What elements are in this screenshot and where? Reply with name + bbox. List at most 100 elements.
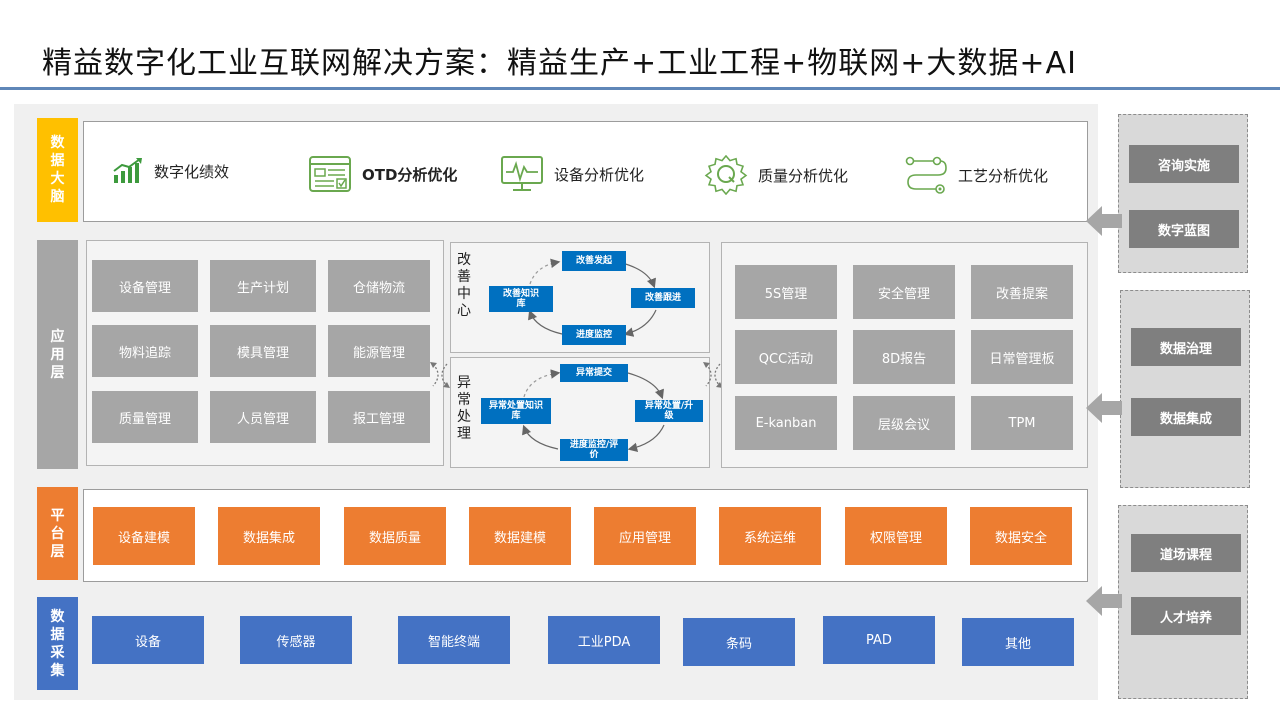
layer-label-collection: 数 据 采 集 [37, 597, 78, 690]
app-module: 8D报告 [853, 330, 955, 384]
layer-label-platform: 平 台 层 [37, 487, 78, 580]
exception-handling-label: 异 常 处 理 [454, 375, 474, 443]
collection-device: 其他 [962, 618, 1074, 666]
brain-item-digital-performance: 数字化绩效 [112, 157, 229, 185]
collection-device: PAD [823, 616, 935, 664]
app-module: 生产计划 [210, 260, 316, 312]
platform-label-char: 台 [50, 525, 65, 542]
brain-item-label: 工艺分析优化 [958, 166, 1049, 185]
improvement-label-char: 改 [457, 252, 471, 268]
exception-cycle-arrows [522, 369, 665, 453]
platform-label-char: 层 [50, 543, 65, 560]
app-module: 安全管理 [853, 265, 955, 319]
app-module: 日常管理板 [971, 330, 1073, 384]
flow-path-icon [905, 156, 947, 194]
improvement-label-char: 善 [457, 269, 471, 285]
platform-module: 系统运维 [719, 507, 821, 565]
brain-item-label: 数字化绩效 [154, 162, 230, 181]
collection-device: 条码 [683, 618, 795, 666]
service-box: 数据治理 [1131, 328, 1241, 366]
exception-label-char: 常 [457, 392, 471, 408]
platform-label-char: 平 [50, 507, 65, 524]
connector-left-icon [430, 362, 450, 388]
app-module: E-kanban [735, 396, 837, 450]
application-label-char: 用 [50, 346, 65, 363]
service-box: 道场课程 [1131, 534, 1241, 572]
title-divider [0, 87, 1280, 90]
app-module: 能源管理 [328, 325, 430, 377]
brain-item-process: 工艺分析优化 [904, 155, 1048, 195]
collection-device: 设备 [92, 616, 204, 664]
app-module: 层级会议 [853, 396, 955, 450]
left-arrow-icon [1086, 586, 1122, 616]
brain-label-char: 数 [50, 135, 65, 151]
brain-item-label: 质量分析优化 [758, 166, 849, 185]
service-box: 数据集成 [1131, 398, 1241, 436]
platform-module: 数据质量 [344, 507, 446, 565]
platform-module: 数据集成 [218, 507, 320, 565]
brain-item-label: OTD分析优化 [362, 165, 458, 184]
monitor-pulse-icon [501, 156, 543, 191]
brain-label-char: 大 [50, 171, 65, 187]
cycle-node: 进度监控 [562, 325, 626, 345]
layer-label-brain: 数 据 大 脑 [37, 118, 78, 222]
app-module: 设备管理 [92, 260, 198, 312]
application-label-char: 应 [50, 328, 65, 345]
app-module: 改善提案 [971, 265, 1073, 319]
cycle-node: 改善知识库 [489, 286, 553, 312]
platform-module: 设备建模 [93, 507, 195, 565]
right-group-data [1120, 290, 1250, 488]
service-box: 人才培养 [1131, 597, 1241, 635]
platform-module: 权限管理 [845, 507, 947, 565]
improvement-center-label: 改 善 中 心 [454, 252, 474, 320]
brain-label-char: 脑 [50, 189, 65, 205]
right-group-consulting [1118, 114, 1248, 273]
app-module: 人员管理 [210, 391, 316, 443]
collection-device: 工业PDA [548, 616, 660, 664]
app-module: QCC活动 [735, 330, 837, 384]
exception-label-char: 理 [457, 426, 471, 442]
brain-item-otd: OTD分析优化 [308, 155, 457, 193]
gear-q-icon [704, 155, 748, 195]
app-module: 5S管理 [735, 265, 837, 319]
service-box: 咨询实施 [1129, 145, 1239, 183]
cycle-node: 进度监控/评价 [560, 439, 628, 461]
application-label-char: 层 [50, 364, 65, 381]
collection-label-char: 数 [50, 608, 65, 625]
cycle-node: 异常处置知识库 [481, 398, 551, 424]
cycle-node: 异常提交 [560, 364, 628, 382]
cycle-node: 改善发起 [562, 251, 626, 271]
page-title: 精益数字化工业互联网解决方案：精益生产+工业工程+物联网+大数据+AI [42, 46, 1077, 81]
brain-item-label: 设备分析优化 [554, 165, 645, 184]
app-module: 质量管理 [92, 391, 198, 443]
exception-label-char: 处 [457, 409, 471, 425]
improvement-cycle-arrows [528, 258, 657, 337]
platform-module: 应用管理 [594, 507, 696, 565]
improvement-label-char: 中 [457, 286, 471, 302]
brain-label-char: 据 [50, 153, 65, 169]
platform-module: 数据建模 [469, 507, 571, 565]
brain-item-quality: 质量分析优化 [704, 155, 848, 195]
improvement-label-char: 心 [457, 303, 471, 319]
service-box: 数字蓝图 [1129, 210, 1239, 248]
cycle-node: 异常处置/升级 [635, 400, 703, 422]
collection-device: 传感器 [240, 616, 352, 664]
collection-label-char: 采 [50, 644, 65, 661]
cycle-node: 改善跟进 [631, 288, 695, 308]
report-icon [309, 156, 351, 192]
brain-panel [83, 121, 1088, 222]
collection-label-char: 集 [50, 662, 65, 679]
chart-bars-icon [113, 158, 142, 183]
layer-label-application: 应 用 层 [37, 240, 78, 469]
app-module: TPM [971, 396, 1073, 450]
exception-label-char: 异 [457, 375, 471, 391]
app-module: 报工管理 [328, 391, 430, 443]
collection-label-char: 据 [50, 626, 65, 643]
left-arrow-icon [1086, 206, 1122, 236]
platform-module: 数据安全 [970, 507, 1072, 565]
app-module: 模具管理 [210, 325, 316, 377]
app-module: 物料追踪 [92, 325, 198, 377]
collection-device: 智能终端 [398, 616, 510, 664]
brain-item-equipment: 设备分析优化 [500, 155, 644, 193]
left-arrow-icon [1086, 393, 1122, 423]
